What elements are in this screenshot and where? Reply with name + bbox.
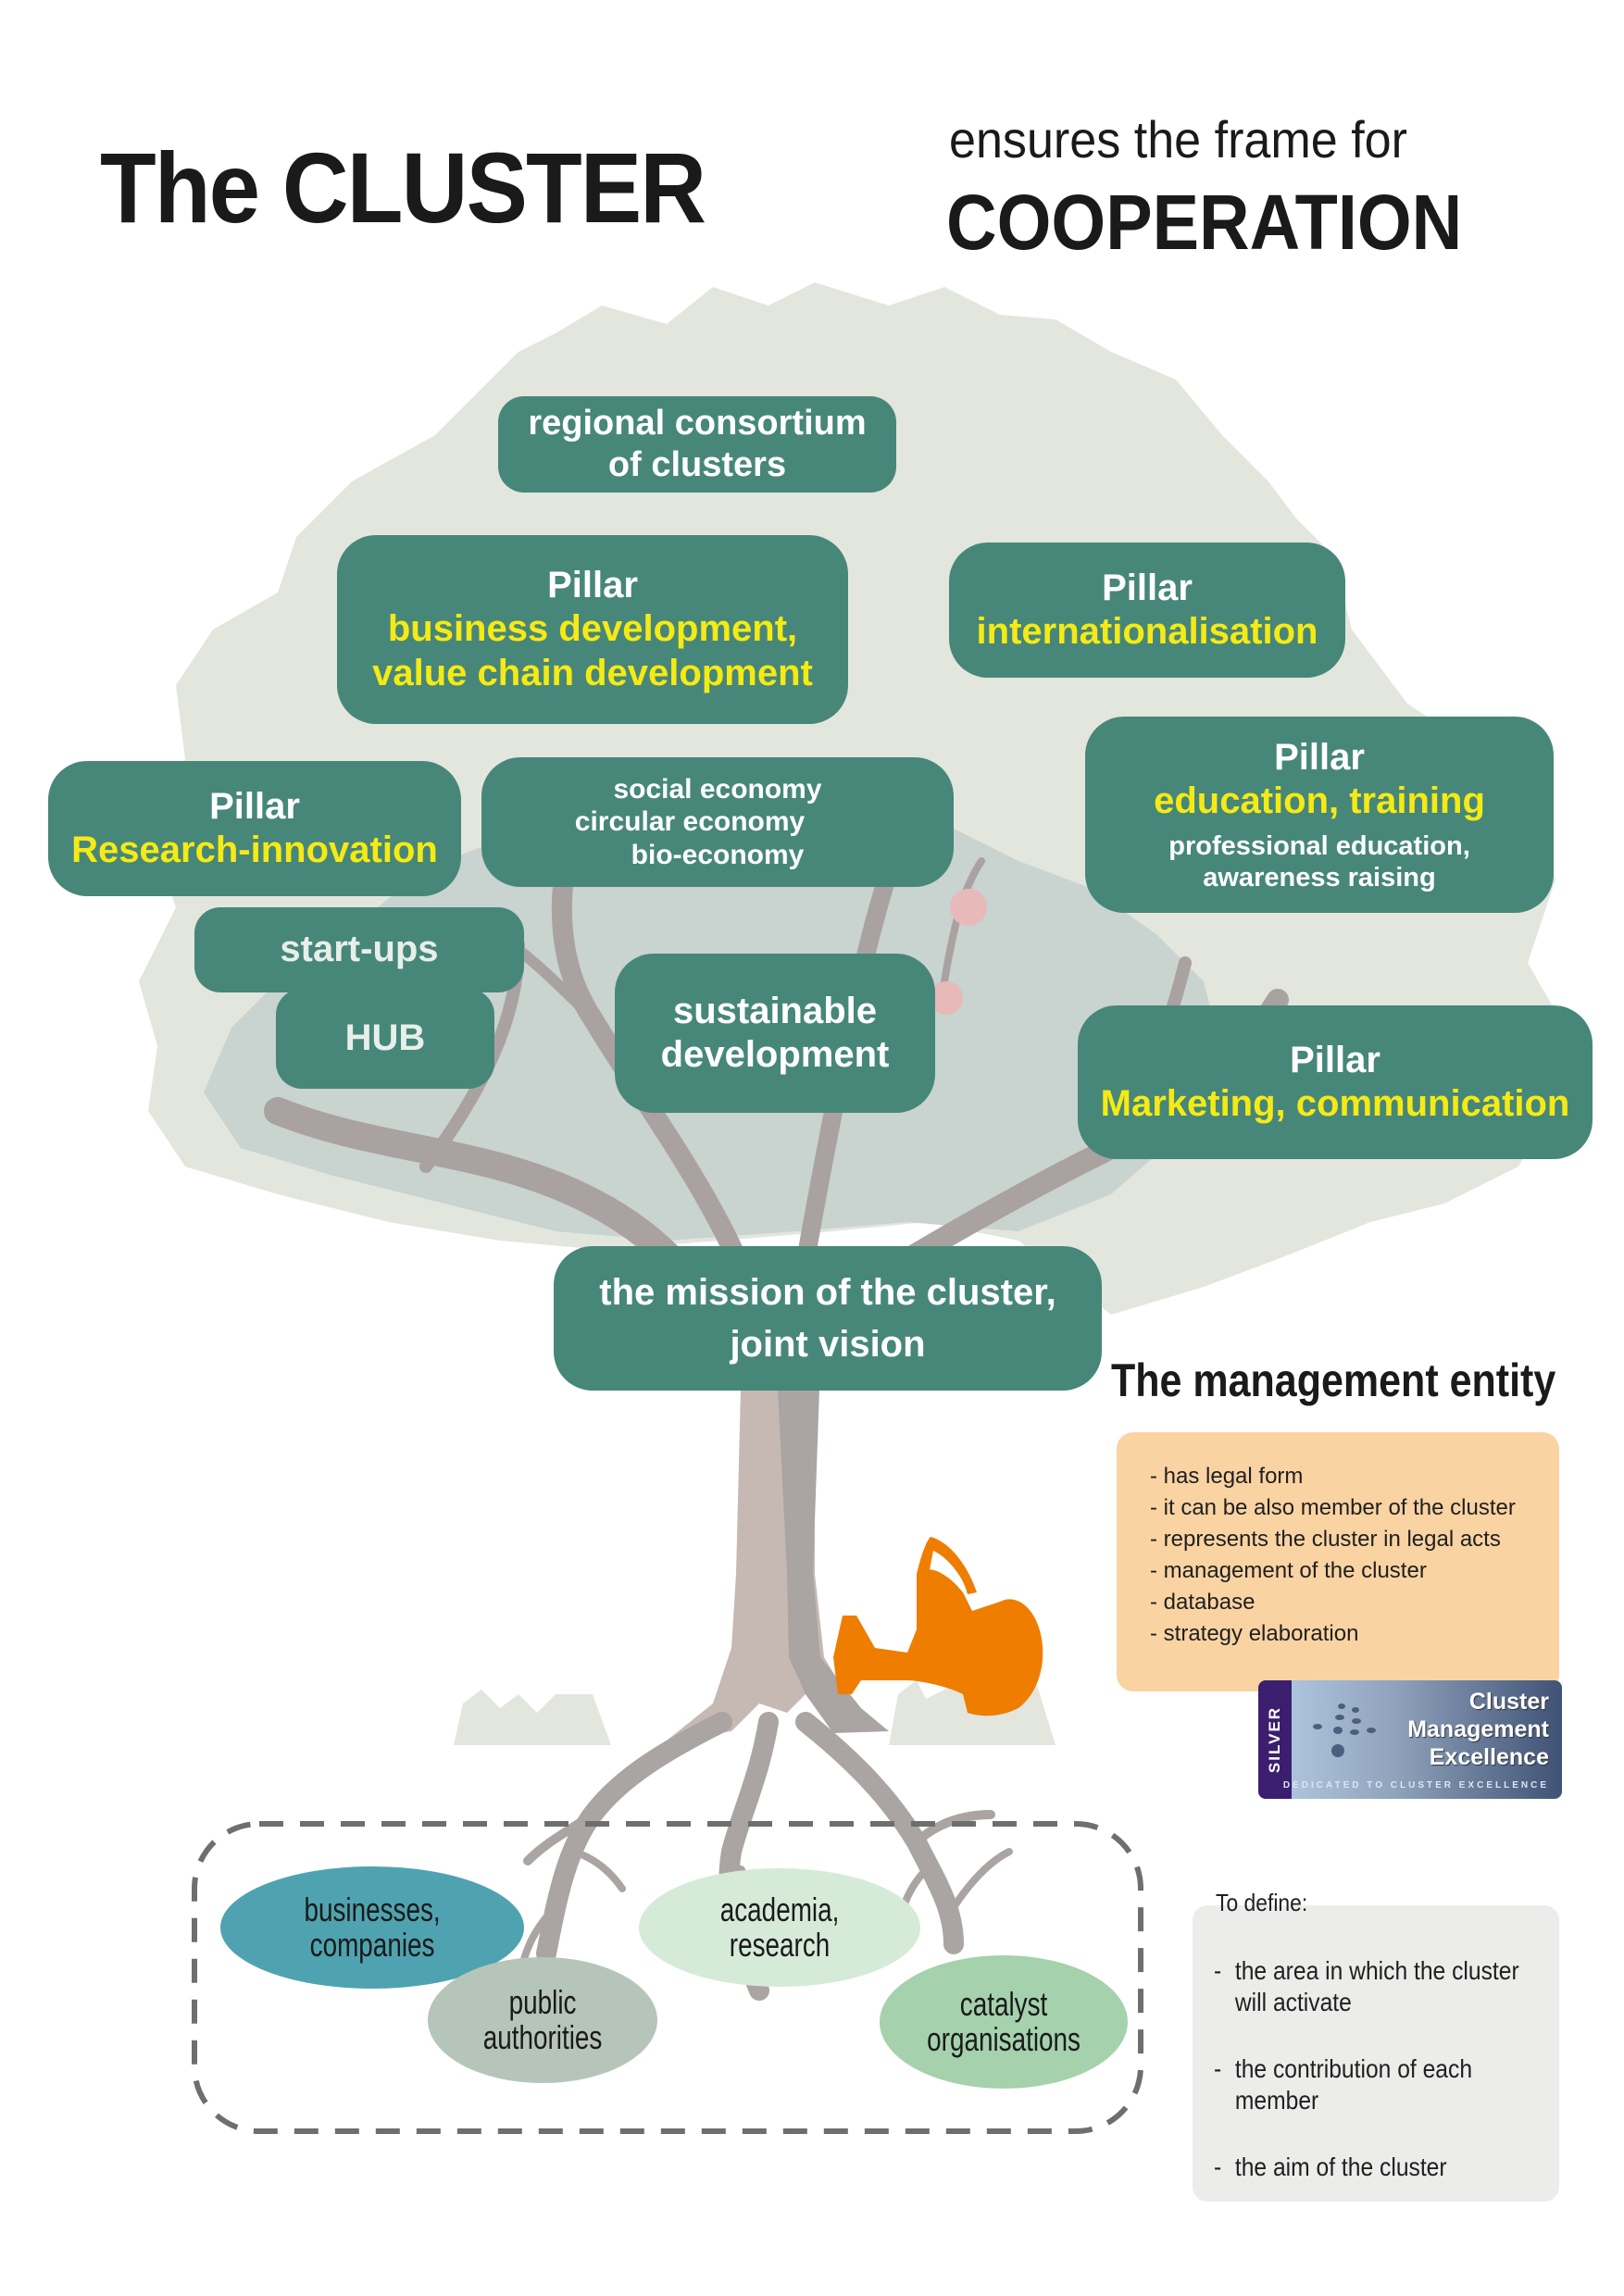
mission-line: the mission of the cluster, [599,1272,1056,1313]
management-list: - has legal form - it can be also member… [1150,1461,1516,1650]
pillar-education-training: Pillar education, training professional … [1085,717,1554,913]
member-academia: academia,research [639,1868,920,1987]
box-label: HUB [344,1017,426,1059]
box-regional-consortium: regional consortium of clusters [498,396,896,493]
dots-logo-icon [1313,1703,1376,1757]
define-item: -the area in which the cluster will acti… [1214,1956,1519,2016]
page-title: The CLUSTER [100,131,706,243]
management-item: - management of the cluster [1150,1558,1427,1583]
management-item: - it can be also member of the cluster [1150,1495,1516,1520]
box-line: development [660,1034,890,1075]
pillar-label: Pillar [1274,736,1365,778]
define-label: To define: [1216,1889,1308,1916]
management-item: - strategy elaboration [1150,1621,1359,1646]
pillar-title: value chain development [372,652,813,693]
pillar-label: Pillar [209,785,300,827]
watering-can-icon [833,1537,1043,1716]
tree-trunk-shade [778,1389,889,1733]
tree-trunk [667,1389,889,1741]
badge-tagline: DEDICATED TO CLUSTER EXCELLENCE [1282,1780,1549,1791]
define-box [1193,1905,1559,2202]
management-title: The management entity [1111,1354,1556,1406]
box-label: start-ups [280,929,439,970]
pillar-title: business development, [387,608,798,650]
box-hub: HUB [276,989,494,1089]
member-label: academia,research [719,1890,840,1964]
badge-title: Cluster Management Excellence [1407,1688,1549,1771]
management-item: - has legal form [1150,1464,1304,1489]
economy-item: social economy [613,773,822,805]
pillar-detail: professional education, [1168,830,1470,861]
define-item: -the aim of the cluster [1214,2152,1447,2181]
management-item: - database [1150,1590,1255,1615]
management-item: - represents the cluster in legal acts [1150,1527,1501,1552]
economy-item: circular economy [574,806,806,838]
badge-level-text: SILVER [1266,1705,1283,1774]
pillar-business-development: Pillar business development, value chain… [337,535,848,724]
box-line: regional consortium [528,404,867,443]
pillar-internationalisation: Pillar internationalisation [949,543,1345,678]
grass [454,1680,1056,1745]
pillar-title: education, training [1154,780,1485,821]
box-line: sustainable [672,990,878,1031]
economy-item: bio-economy [631,839,805,870]
pillar-title: Research-innovation [71,830,438,870]
box-start-ups: start-ups [194,907,524,992]
badge-line: Cluster [1468,1689,1549,1715]
pillar-label: Pillar [1102,567,1193,608]
member-label: businesses,companies [304,1890,441,1964]
badge-line: Management [1407,1716,1549,1742]
box-sustainable-development: sustainable development [615,954,935,1113]
page-subtitle: ensures the frame for [949,110,1407,168]
box-mission: the mission of the cluster, joint vision [554,1246,1102,1391]
fruit [930,981,963,1015]
pillar-title: Marketing, communication [1100,1083,1570,1124]
members-frame [192,1821,1143,2134]
fruit [950,889,987,926]
pillar-label: Pillar [547,565,638,606]
define-item: -the contribution of each member [1214,2054,1473,2115]
pillar-research-innovation: Pillar Research-innovation [48,761,461,896]
page-emphasis: COOPERATION [946,179,1463,266]
badge-line: Excellence [1429,1744,1549,1770]
pillar-detail: awareness raising [1203,863,1436,893]
define-list: -the area in which the cluster will acti… [1214,1955,1523,2218]
badge-level: SILVER [1258,1680,1292,1799]
mission-line: joint vision [730,1324,926,1365]
management-box [1117,1432,1559,1691]
box-economy-types: social economy circular economy bio-econ… [481,757,954,887]
pillar-marketing-communication: Pillar Marketing, communication [1078,1005,1593,1159]
pillar-label: Pillar [1290,1039,1380,1080]
cluster-excellence-badge: SILVER Cluster Management Excellence DED… [1258,1680,1562,1799]
member-businesses: businesses,companies [220,1866,524,1989]
box-line: of clusters [607,445,787,484]
pillar-title: internationalisation [976,611,1318,652]
